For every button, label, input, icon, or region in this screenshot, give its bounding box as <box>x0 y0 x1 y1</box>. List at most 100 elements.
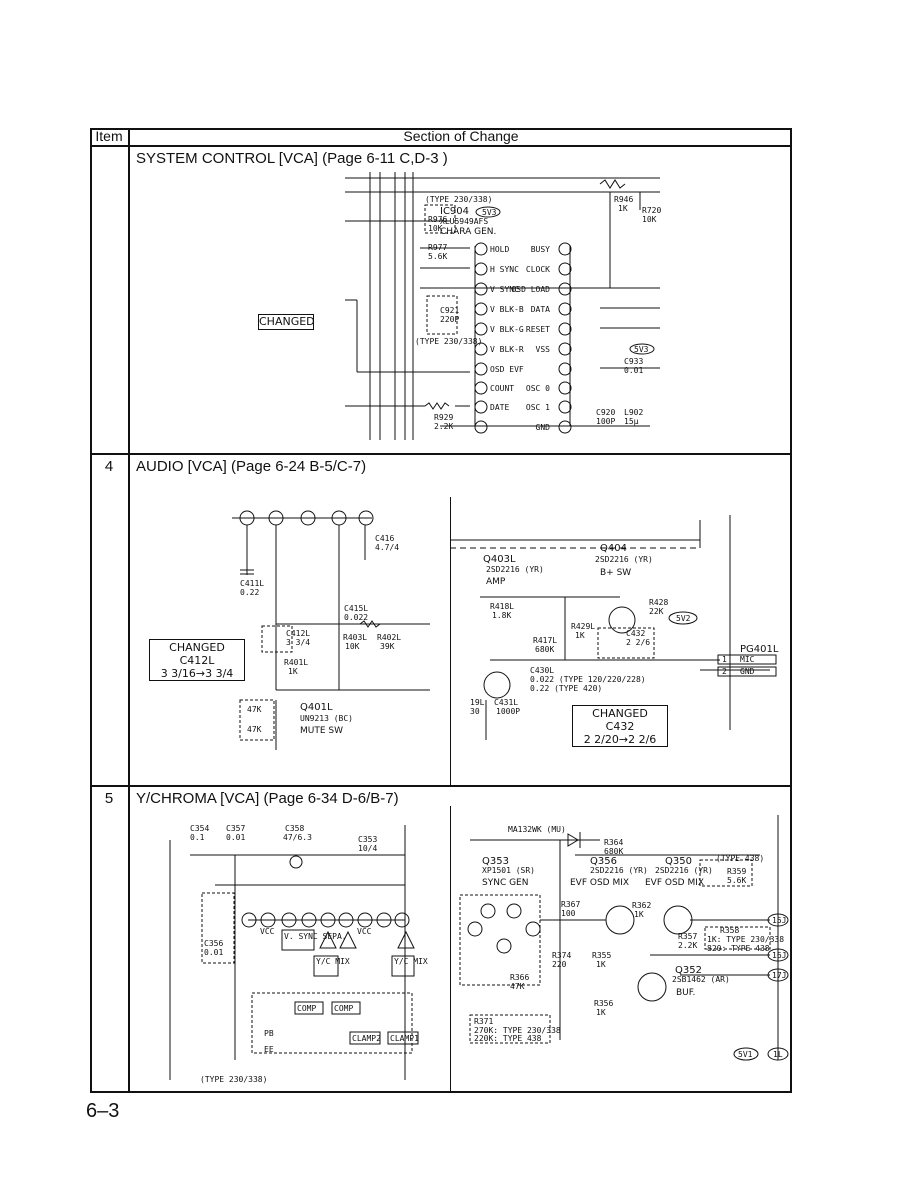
part-label: 1L <box>773 1050 783 1059</box>
part-label: EVF OSD MIX <box>570 878 629 888</box>
part-label: 0.22 (TYPE 420) <box>530 684 602 693</box>
part-label: 0.01 <box>204 948 223 957</box>
part-label: 2 2/6 <box>626 638 650 647</box>
part-label: 0.022 (TYPE 120/220/228) <box>530 675 646 684</box>
part-label: GND <box>740 667 755 676</box>
part-label: V. SYNC SEPA. <box>284 932 347 941</box>
part-label: (TYPE 230/338) <box>415 337 482 346</box>
part-label: 10K <box>345 642 360 651</box>
row-divider <box>90 453 792 455</box>
panel-divider <box>450 497 451 785</box>
column-divider <box>128 147 130 1093</box>
changed-label: CHANGED <box>258 314 315 330</box>
part-label: C358 <box>285 824 304 833</box>
part-label: 0.01 <box>226 833 245 842</box>
row-title: Y/CHROMA [VCA] (Page 6-34 D-6/B-7) <box>136 790 399 807</box>
part-label: R429L <box>571 622 595 631</box>
part-label: 0.01 <box>624 366 643 375</box>
changed-label: CHANGED <box>592 707 648 720</box>
part-label: AMP <box>486 577 506 587</box>
part-label: 5.6K <box>428 252 447 261</box>
part-label: MIC <box>740 655 755 664</box>
part-label: Q350 <box>665 856 692 867</box>
pin-label: V BLK-G <box>490 325 524 334</box>
part-label: C415L <box>344 604 368 613</box>
part-label: 10K <box>642 215 657 224</box>
part-label: 47K <box>510 982 525 991</box>
part-label: R358 <box>720 926 739 935</box>
part-label: 1K <box>596 1008 606 1017</box>
ic-part: XLU5949AFS <box>440 217 488 226</box>
part-label: 2SD2216 (YR) <box>655 866 713 875</box>
part-label: 1 <box>722 655 727 664</box>
part-label: MUTE SW <box>300 726 343 736</box>
part-label: 19L <box>470 698 485 707</box>
part-label: Q403L <box>483 554 516 565</box>
part-label: 2.2K <box>434 422 453 431</box>
part-label: 2SD2216 (YR) <box>590 866 648 875</box>
pin-label: V BLK-B <box>490 305 524 314</box>
changed-value: 2 2/20→2 2/6 <box>583 733 657 746</box>
part-label: 2.2K <box>678 941 697 950</box>
part-label: 1K: TYPE 230/338 <box>707 935 784 944</box>
part-label: R374 <box>552 951 571 960</box>
part-label: 1.8K <box>492 611 511 620</box>
part-label: BUF. <box>676 988 695 998</box>
part-label: 220 <box>552 960 567 969</box>
pin-label: RESET <box>526 325 550 334</box>
part-label: PB <box>264 1029 274 1038</box>
pin-label: HOLD <box>490 245 509 254</box>
part-label: 1K <box>634 910 644 919</box>
part-label: (TYPE 438) <box>716 854 764 863</box>
part-label: EE <box>264 1045 274 1054</box>
part-label: R977 <box>428 243 447 252</box>
part-label: PG401L <box>740 644 779 655</box>
part-label: 0.22 <box>240 588 259 597</box>
part-label: 16J <box>772 951 786 960</box>
pin-label: DATA <box>531 305 550 314</box>
part-label: COMP <box>334 1004 353 1013</box>
part-label: 2SD2216 (YR) <box>595 555 653 564</box>
part-label: 39K <box>380 642 395 651</box>
part-label: Q401L <box>300 702 333 713</box>
part-label: 47K <box>247 725 262 734</box>
part-label: MA132WK (MU) <box>508 825 566 834</box>
part-label: 5V3 <box>482 208 497 217</box>
part-label: R417L <box>533 636 557 645</box>
part-label: 1000P <box>496 707 520 716</box>
part-label: 30 <box>470 707 480 716</box>
part-label: Y/C MIX <box>394 957 428 966</box>
pin-label: OSD LOAD <box>511 285 550 294</box>
part-label: C920 <box>596 408 615 417</box>
part-label: VCC <box>357 927 372 936</box>
part-label: R355 <box>592 951 611 960</box>
part-label: Q352 <box>675 965 702 976</box>
row-divider <box>90 785 792 787</box>
part-label: C411L <box>240 579 264 588</box>
row-item-number: 5 <box>104 790 114 807</box>
part-label: 820: TYPE 438 <box>707 944 770 953</box>
part-label: 100P <box>596 417 615 426</box>
part-label: 2 <box>722 667 727 676</box>
header-section: Section of Change <box>403 128 519 144</box>
part-label: 5V2 <box>676 614 691 623</box>
panel-divider <box>450 806 451 1093</box>
part-label: 10/4 <box>358 844 377 853</box>
part-label: C933 <box>624 357 643 366</box>
ic-ref: IC904 <box>440 206 469 217</box>
part-label: B+ SW <box>600 568 631 578</box>
row-item-number: 4 <box>104 458 114 475</box>
part-label: R359 <box>727 867 746 876</box>
part-label: 17J <box>772 971 786 980</box>
part-label: Y/C MIX <box>316 957 350 966</box>
part-label: R946 <box>614 195 633 204</box>
part-label: 15μ <box>624 417 639 426</box>
part-label: COMP <box>297 1004 316 1013</box>
part-label: 47K <box>247 705 262 714</box>
changed-box-c412l: CHANGED C412L 3 3/16→3 3/4 <box>149 639 245 681</box>
part-label: 0.022 <box>344 613 368 622</box>
part-label: 270K: TYPE 230/338 <box>474 1026 561 1035</box>
pin-label: V SYNC <box>490 285 519 294</box>
part-label: R402L <box>377 633 401 642</box>
